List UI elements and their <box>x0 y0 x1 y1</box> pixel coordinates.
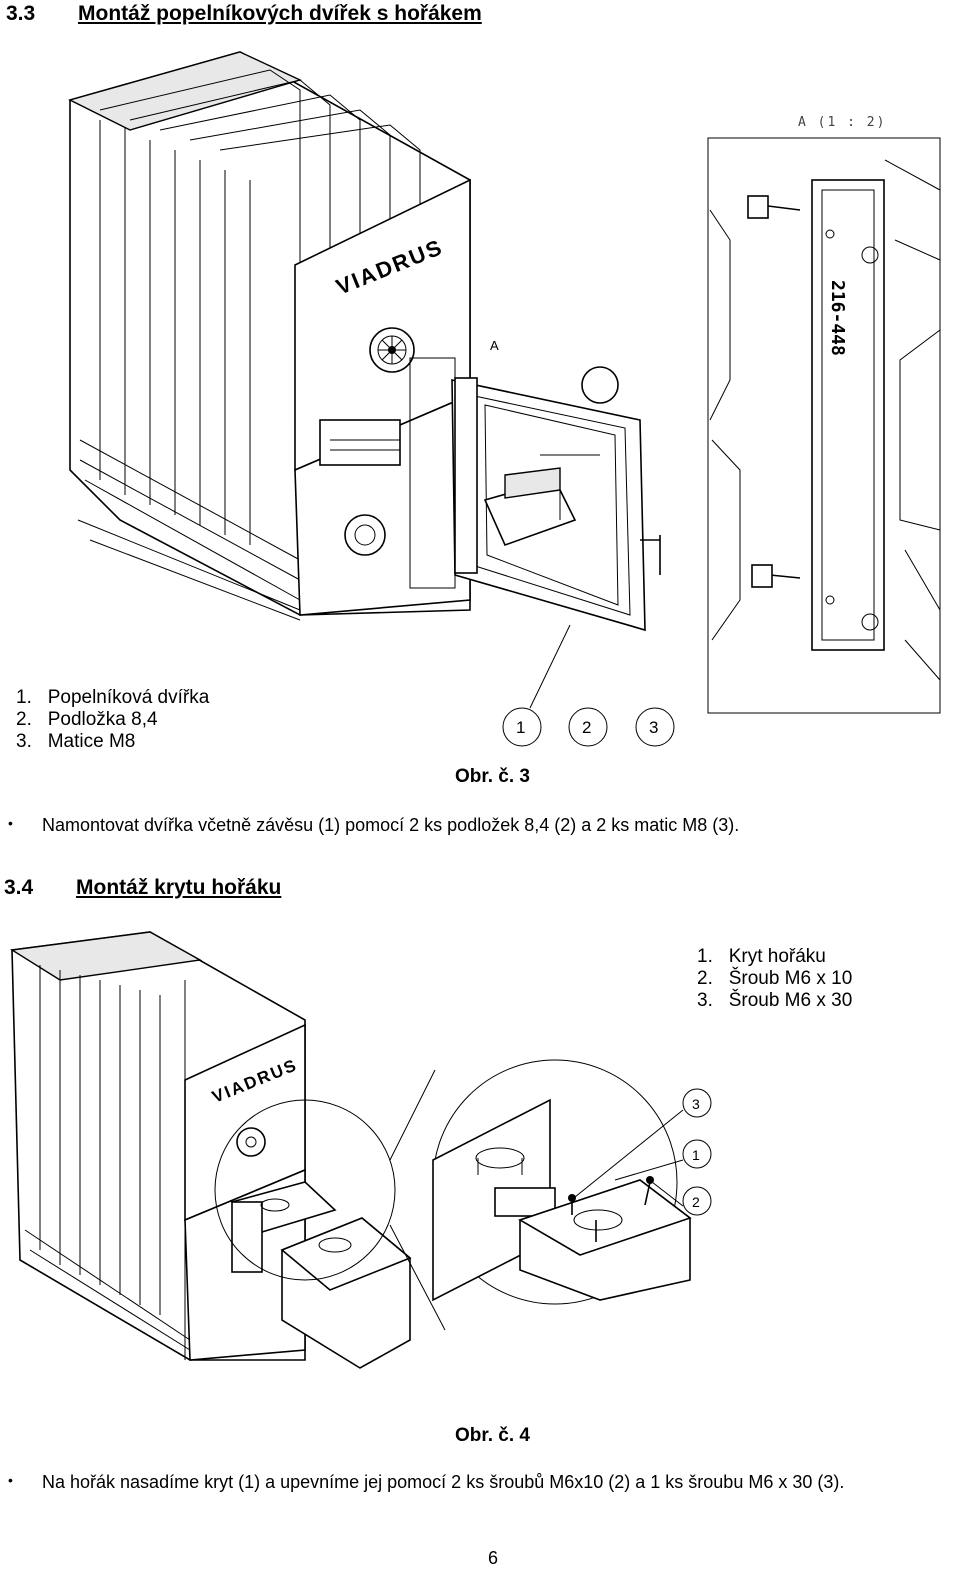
detail-view-label: A (1 : 2) <box>798 115 886 130</box>
figure-4-drawing: VIADRUS 3 1 2 <box>9 931 712 1369</box>
burner-cover-detail <box>432 1098 692 1302</box>
bullet-icon: • <box>8 815 13 831</box>
section-number: 3.3 <box>6 2 36 25</box>
callout-3: 3 <box>692 1096 700 1112</box>
instruction-3-4: • Na hořák nasadíme kryt (1) a upevníme … <box>8 1472 845 1493</box>
page-number: 6 <box>488 1548 499 1568</box>
callout-2: 2 <box>692 1194 700 1210</box>
bullet-icon: • <box>8 1472 13 1488</box>
zoom-lines <box>389 1069 446 1331</box>
detail-marker-label: A <box>490 338 499 353</box>
boiler-body-fig4: VIADRUS <box>9 931 306 1361</box>
parts-list-item: 3. Matice M8 <box>16 731 136 752</box>
figure-3-drawing: VIADRUS A 1 2 3 A (1 : <box>68 51 941 747</box>
parts-list-item: 2. Šroub M6 x 10 <box>697 968 853 989</box>
parts-list-fig3: 1. Popelníková dvířka 2. Podložka 8,4 3.… <box>16 687 209 753</box>
section-title: Montáž krytu hořáku <box>76 876 282 899</box>
parts-list-item: 1. Popelníková dvířka <box>16 687 210 708</box>
section-title: Montáž popelníkových dvířek s hořákem <box>78 2 482 25</box>
callout-3: 3 <box>649 718 658 737</box>
callout-2: 2 <box>582 718 591 737</box>
zoom-circle-small <box>214 1099 396 1281</box>
ash-door <box>451 366 661 632</box>
instruction-text: Namontovat dvířka včetně závěsu (1) pomo… <box>42 815 740 835</box>
boiler-body: VIADRUS <box>68 51 471 621</box>
section-3-3-heading: 3.3 Montáž popelníkových dvířek s hořákem <box>6 2 482 26</box>
callout-1: 1 <box>516 718 525 737</box>
figure-4-caption: Obr. č. 4 <box>455 1425 530 1446</box>
callout-1: 1 <box>692 1147 700 1163</box>
parts-list-item: 2. Podložka 8,4 <box>16 709 158 730</box>
parts-list-item: 1. Kryt hořáku <box>697 946 826 967</box>
burner-cover-small <box>230 1181 412 1369</box>
detail-view-a: A (1 : 2) 216-448 <box>707 115 941 714</box>
figure-3-caption: Obr. č. 3 <box>455 766 530 787</box>
parts-list-item: 3. Šroub M6 x 30 <box>697 990 853 1011</box>
section-number: 3.4 <box>4 876 34 899</box>
plate-text: 216-448 <box>827 280 848 356</box>
callout-circles-fig4: 3 1 2 <box>574 1088 712 1216</box>
parts-list-fig4: 1. Kryt hořáku 2. Šroub M6 x 10 3. Šroub… <box>697 946 852 1012</box>
callout-circles-fig3: 1 2 3 <box>502 707 675 747</box>
leader-line <box>529 624 571 709</box>
instruction-3-3: • Namontovat dvířka včetně závěsu (1) po… <box>8 815 740 836</box>
section-3-4-heading: 3.4 Montáž krytu hořáku <box>4 876 281 900</box>
instruction-text: Na hořák nasadíme kryt (1) a upevníme je… <box>42 1472 845 1492</box>
